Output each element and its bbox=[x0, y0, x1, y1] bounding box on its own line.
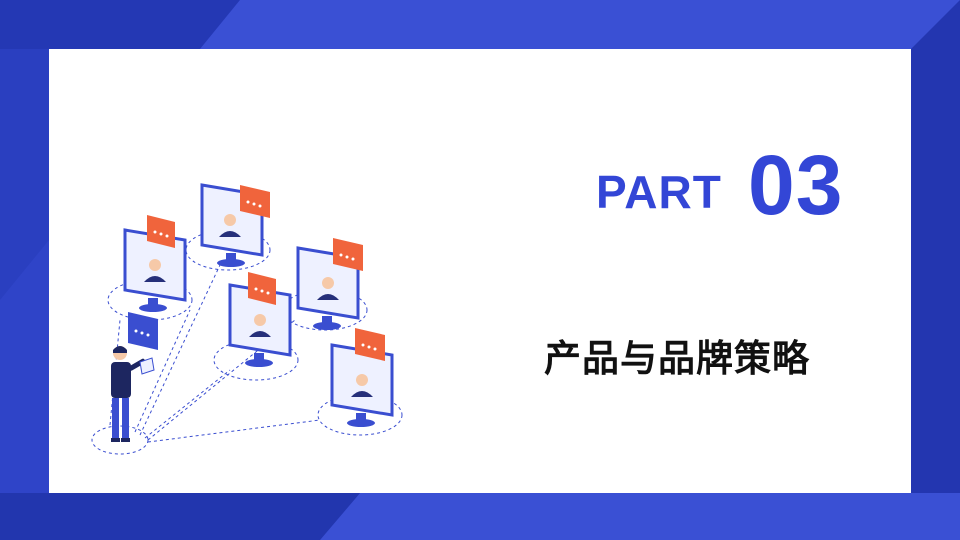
part-number: 03 bbox=[748, 138, 844, 232]
person-with-tablet-icon bbox=[111, 346, 155, 442]
part-label: PART bbox=[596, 166, 722, 218]
chat-bubble-icon bbox=[147, 215, 175, 248]
content-card bbox=[49, 49, 911, 493]
chat-bubble-icon bbox=[333, 238, 363, 271]
monitor-icon bbox=[123, 228, 187, 312]
chat-bubble-icon bbox=[248, 272, 276, 305]
network-illustration bbox=[91, 183, 403, 455]
section-title: 产品与品牌策略 bbox=[544, 337, 810, 380]
chat-bubble-icon bbox=[128, 312, 158, 350]
chat-bubble-icon bbox=[355, 328, 385, 361]
chat-bubble-icon bbox=[240, 185, 270, 218]
